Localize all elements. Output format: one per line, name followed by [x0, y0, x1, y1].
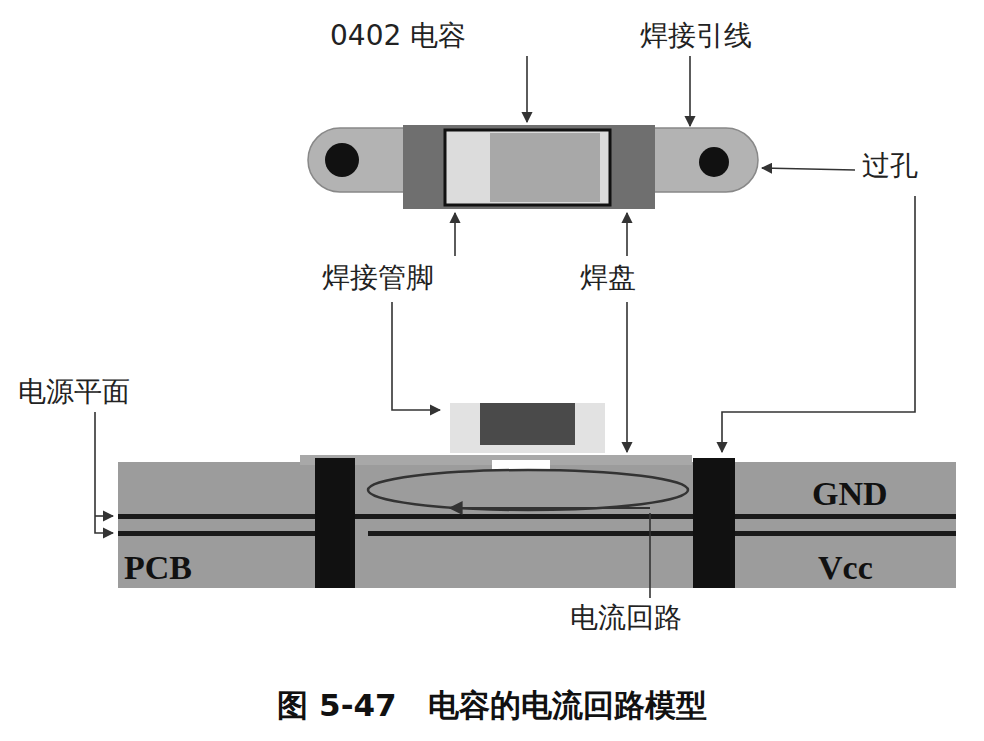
solder-pad — [403, 125, 655, 209]
part-label: 焊接管脚 — [322, 262, 434, 294]
vcc-plane — [368, 531, 693, 536]
via-barrel — [315, 458, 355, 588]
leader-line — [649, 513, 651, 598]
solder-joint — [492, 460, 550, 470]
via-hole — [699, 147, 729, 177]
capacitor-body — [450, 403, 605, 453]
via-barrel — [693, 458, 735, 588]
gnd-plane — [118, 514, 315, 519]
leader-line — [626, 213, 628, 256]
figure-caption: 图 5-47 电容的电流回路模型 — [277, 688, 706, 724]
layer-label: GND — [812, 474, 888, 513]
leader-line — [392, 302, 440, 410]
layer-label: Vcc — [818, 548, 873, 587]
part-label: 焊盘 — [580, 262, 636, 294]
vcc-plane — [118, 531, 315, 536]
leader-line — [95, 412, 113, 533]
part-label: 0402 电容 — [330, 20, 466, 52]
leader-line — [95, 515, 113, 517]
leader-line — [454, 213, 456, 256]
leader-line — [689, 56, 691, 126]
pcb-board — [118, 462, 956, 588]
capacitor-band — [490, 133, 600, 202]
part-label: 电源平面 — [18, 376, 130, 408]
current-arrow — [450, 507, 650, 509]
capacitor-band — [480, 403, 575, 445]
capacitor-body — [445, 130, 610, 205]
current-loop — [368, 470, 688, 510]
leader-line — [722, 196, 915, 452]
leader-line — [526, 56, 528, 122]
leader-line — [626, 302, 628, 452]
part-label: 过孔 — [862, 150, 918, 182]
part-label: 焊接引线 — [640, 20, 752, 52]
part-label: 电流回路 — [570, 602, 682, 634]
layer-label: PCB — [124, 548, 192, 587]
vcc-plane — [735, 531, 956, 536]
via-hole — [325, 143, 359, 177]
leader-line — [762, 168, 855, 170]
gnd-plane — [355, 514, 693, 519]
gnd-plane — [735, 514, 956, 519]
